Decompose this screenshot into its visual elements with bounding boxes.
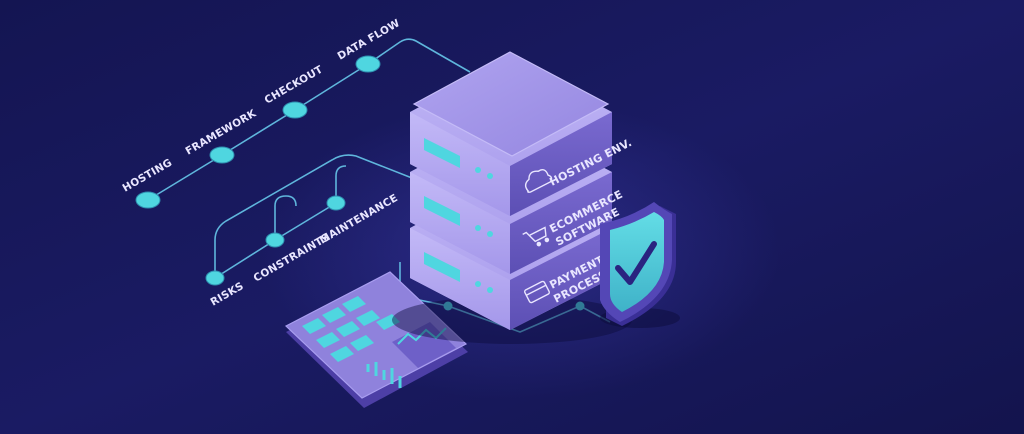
junction-dot-right <box>575 301 585 311</box>
maintenance-line <box>335 165 347 203</box>
node-maintenance <box>326 195 346 211</box>
pipeline-nodes <box>135 55 381 209</box>
consideration-nodes <box>205 195 346 286</box>
cloud-icon <box>524 168 553 193</box>
tablet-screen <box>284 271 468 399</box>
node-hosting <box>135 191 161 209</box>
node-constraints <box>265 232 285 248</box>
node-data-flow <box>355 55 381 73</box>
node-framework <box>209 146 235 164</box>
tablet-tiles <box>302 296 400 362</box>
node-checkout <box>282 101 308 119</box>
node-risks <box>205 270 225 286</box>
tablet-server-shield-line <box>447 305 611 333</box>
drive-slot <box>424 252 460 282</box>
dashboard-tablet-icon <box>284 271 468 408</box>
server-unit-hosting <box>410 51 612 216</box>
drive-slot <box>424 138 460 168</box>
junction-dot-left <box>443 301 453 311</box>
checkmark <box>615 241 657 285</box>
constraints-line <box>274 195 297 240</box>
shield-check-icon <box>600 202 680 328</box>
considerations-outer-line <box>214 154 413 278</box>
credit-card-icon <box>524 280 550 304</box>
drive-slot <box>424 196 460 226</box>
cart-icon <box>522 226 550 247</box>
pipeline-line <box>147 63 369 201</box>
tablet-bar-chart <box>366 362 402 388</box>
server-top-face <box>412 51 610 157</box>
tablet-area-chart <box>397 327 447 345</box>
pipeline-to-server-line <box>367 38 471 73</box>
